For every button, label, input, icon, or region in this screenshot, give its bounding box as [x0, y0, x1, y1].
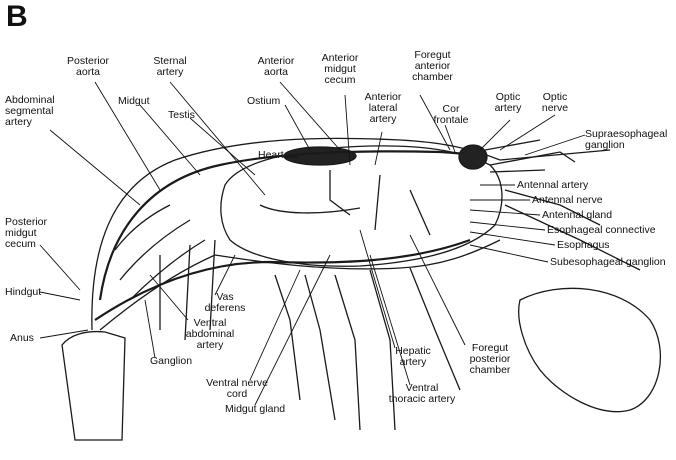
label-foregut-anterior-chamber: Foregut anterior chamber: [405, 50, 460, 83]
label-midgut-gland: Midgut gland: [225, 404, 285, 415]
label-testis: Testis: [168, 110, 195, 121]
label-optic-artery: Optic artery: [490, 92, 526, 114]
label-hindgut: Hindgut: [5, 287, 41, 298]
label-esophageal-connective: Esophageal connective: [547, 225, 656, 236]
label-cor-frontale: Cor frontale: [430, 104, 472, 126]
label-hepatic-artery: Hepatic artery: [390, 346, 436, 368]
label-ventral-abdominal-artery: Ventral abdominal artery: [180, 318, 240, 351]
label-ganglion: Ganglion: [150, 356, 192, 367]
label-antennal-gland: Antennal gland: [542, 210, 612, 221]
label-vas-deferens: Vas deferens: [200, 292, 250, 314]
label-sternal-artery: Sternal artery: [145, 56, 195, 78]
label-ventral-nerve-cord: Ventral nerve cord: [205, 378, 269, 400]
label-posterior-aorta: Posterior aorta: [58, 56, 118, 78]
label-ostium: Ostium: [247, 96, 280, 107]
label-heart: Heart: [258, 150, 284, 161]
label-antennal-nerve: Antennal nerve: [532, 195, 603, 206]
label-posterior-midgut-cecum: Posterior midgut cecum: [5, 217, 53, 250]
label-midgut: Midgut: [118, 96, 150, 107]
eye-shape: [459, 145, 487, 169]
heart-shape: [284, 147, 356, 165]
label-antennal-artery: Antennal artery: [517, 180, 588, 191]
label-supraesophageal-ganglion: Supraesophageal ganglion: [585, 129, 665, 151]
dorsal-outline: [92, 138, 500, 330]
telson: [62, 332, 125, 440]
label-anterior-aorta: Anterior aorta: [250, 56, 302, 78]
label-anus: Anus: [10, 333, 34, 344]
label-anterior-lateral-artery: Anterior lateral artery: [357, 92, 409, 125]
label-foregut-posterior-chamber: Foregut posterior chamber: [460, 343, 520, 376]
label-ventral-thoracic-artery: Ventral thoracic artery: [387, 383, 457, 405]
scaphocerite: [519, 288, 661, 411]
label-anterior-midgut-cecum: Anterior midgut cecum: [315, 53, 365, 86]
label-optic-nerve: Optic nerve: [537, 92, 573, 114]
label-subesophageal-ganglion: Subesophageal ganglion: [550, 257, 666, 268]
label-abdominal-segmental-artery: Abdominal segmental artery: [5, 95, 67, 128]
label-esophagus: Esophagus: [557, 240, 610, 251]
